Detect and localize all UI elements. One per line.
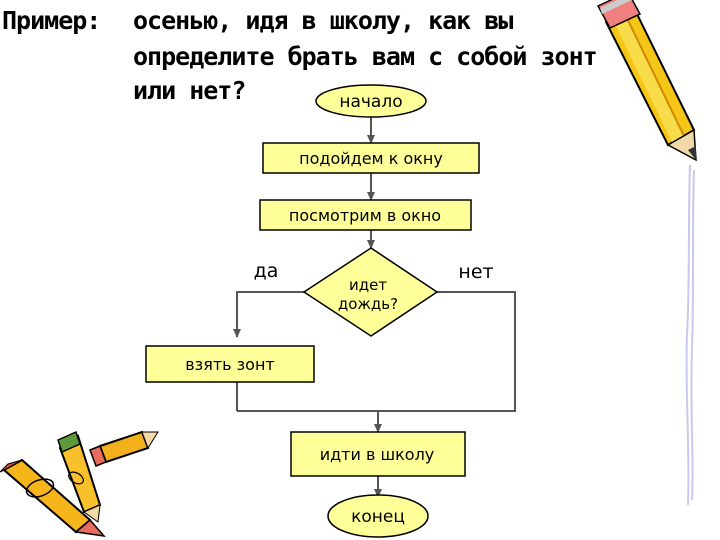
example-label: Пример: — [2, 6, 101, 35]
step-approach-window-box — [262, 142, 480, 174]
take-umbrella-box — [145, 345, 315, 383]
chalk-line-clipart — [685, 164, 695, 506]
step-approach-window-text: подойдем к окну — [299, 149, 443, 168]
end-text: конец — [351, 507, 405, 527]
start-text: начало — [339, 92, 402, 112]
take-umbrella-text: взять зонт — [185, 355, 274, 374]
step-look-window-box — [259, 199, 472, 231]
end-oval — [327, 494, 429, 538]
go-to-school-box — [290, 431, 466, 477]
line-no-branch — [378, 291, 516, 412]
arrow-yes-branch — [233, 291, 304, 338]
go-to-school-text: идти в школу — [320, 445, 435, 464]
yes-label: да — [254, 260, 279, 282]
pencil-clipart-right — [596, 0, 697, 162]
question-line-3: или нет? — [133, 76, 246, 105]
decision-text-line-1: идет — [349, 276, 387, 294]
connectors — [233, 117, 516, 498]
no-label: нет — [458, 261, 493, 283]
start-oval — [315, 84, 427, 118]
step-look-window-text: посмотрим в окно — [289, 206, 441, 225]
decision-text-line-2: дождь? — [338, 295, 398, 313]
question-line-1: осенью, идя в школу, как вы — [133, 6, 513, 35]
pencils-clipart-left — [0, 430, 159, 538]
decision-diamond — [302, 247, 439, 337]
question-line-2: определите брать вам с собой зонт — [133, 42, 598, 71]
